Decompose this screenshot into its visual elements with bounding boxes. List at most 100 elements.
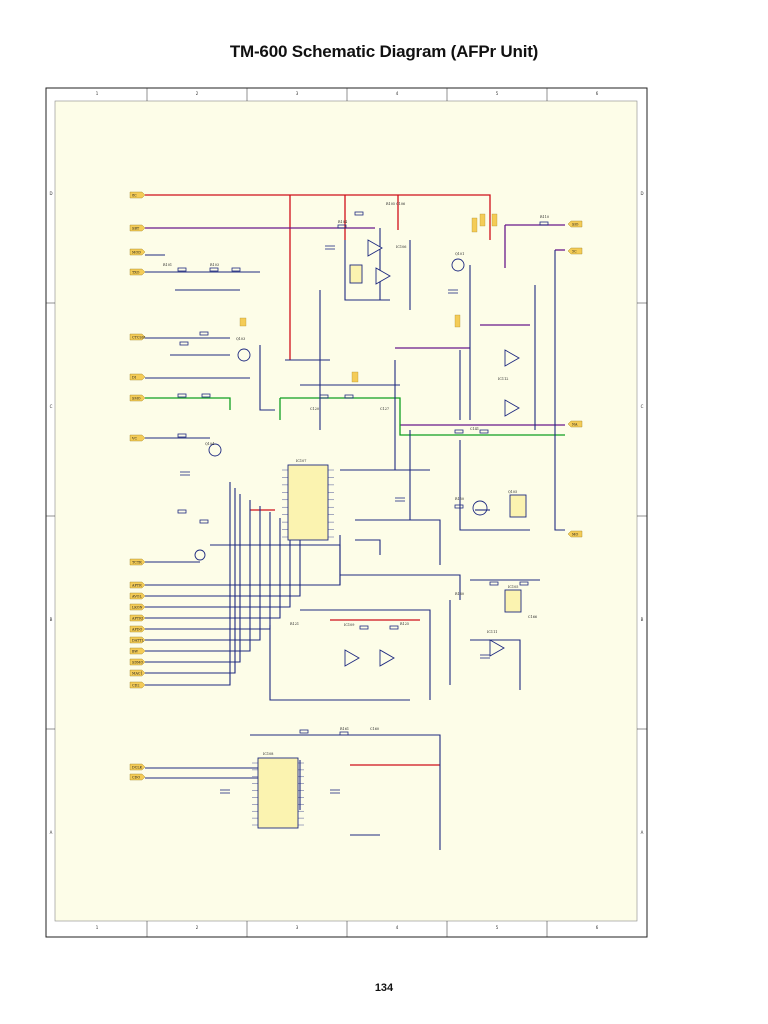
connector-label: LKON (132, 605, 142, 609)
connector-right: 5C (567, 247, 583, 255)
transistors (194, 258, 488, 561)
zone-column-label: 3 (296, 925, 299, 930)
red-wire (145, 194, 491, 240)
wiring-blue (145, 228, 565, 850)
connector-label: TXO (132, 270, 140, 274)
connector-label: MAC1 (132, 671, 143, 675)
connector-label: DATTL (132, 638, 145, 642)
connector-left: CTCSSI (129, 333, 146, 341)
connector-label: VC (131, 436, 137, 440)
svg-text:IC111: IC111 (487, 630, 497, 634)
connector-label: DI (132, 375, 137, 379)
green-wire (145, 397, 231, 410)
wiring (145, 194, 565, 766)
connector-left: SMO (129, 394, 146, 402)
zone-row-label: D (49, 191, 52, 196)
connector-left: AFTR (129, 581, 146, 589)
connector-left: AFTRI (129, 614, 146, 622)
connector-left: CD2 (129, 681, 146, 689)
svg-text:R110: R110 (540, 215, 549, 219)
page-title: TM-600 Schematic Diagram (AFPr Unit) (229, 42, 539, 61)
connector-left: VC (129, 434, 146, 442)
connector-label: MO (572, 532, 578, 536)
svg-text:R160: R160 (455, 592, 464, 596)
connector-left: LKON (129, 603, 146, 611)
connector-left: SBT (129, 224, 146, 232)
svg-text:R125: R125 (400, 622, 409, 626)
zone-row-label: A (641, 830, 644, 835)
zone-column-label: 6 (596, 91, 599, 96)
connector-left: TXO (129, 268, 146, 276)
connector-label: CTCSSI (132, 335, 146, 339)
svg-text:R150: R150 (455, 497, 464, 501)
svg-text:IC112: IC112 (498, 377, 508, 381)
connector-left: DATTL (129, 636, 146, 644)
svg-text:R161: R161 (340, 727, 349, 731)
connector-label: AFTR (131, 583, 142, 587)
zone-column-label: 2 (196, 925, 199, 930)
zone-row-label: A (50, 830, 53, 835)
connector-label: SIO (572, 222, 579, 226)
zone-column-label: 4 (396, 91, 399, 96)
ic-block (257, 757, 299, 829)
connector-label: CDO (132, 775, 140, 779)
connector-label: MOD (132, 250, 141, 254)
connector-left: 8C (129, 191, 146, 199)
svg-text:Q104: Q104 (205, 442, 214, 446)
connector-left: MOD (129, 248, 146, 256)
ics (257, 264, 527, 829)
connector-right: NA (567, 420, 583, 428)
svg-text:IC107: IC107 (296, 459, 306, 463)
net-tags (239, 213, 498, 383)
connector-left: DCLK (129, 763, 146, 771)
connector-right: SIO (567, 220, 583, 228)
connector-label: DCLK (132, 765, 143, 769)
connector-label: AFDO (131, 627, 143, 631)
connector-label: BW (132, 649, 138, 653)
svg-text:IC108: IC108 (263, 752, 273, 756)
svg-text:C166: C166 (528, 615, 537, 619)
connector-left: AVOL (129, 592, 146, 600)
right-connectors: SIO 5C NA MO (567, 220, 583, 538)
zone-row-label: C (641, 404, 644, 409)
page-number: 134 (374, 982, 394, 994)
svg-text:C160: C160 (370, 727, 379, 731)
zone-column-label: 3 (296, 91, 299, 96)
svg-text:Q103: Q103 (236, 337, 245, 341)
zone-row-label: C (50, 404, 53, 409)
zone-column-label: 1 (96, 91, 99, 96)
connector-left: MAC1 (129, 669, 146, 677)
connector-label: SMO (132, 396, 141, 400)
connector-label: CD2 (132, 683, 139, 687)
svg-text:Q105: Q105 (508, 490, 517, 494)
zone-row-label: B (641, 617, 644, 622)
connector-left: BW (129, 647, 146, 655)
svg-text:C120: C120 (310, 407, 319, 411)
svg-text:C127: C127 (380, 407, 389, 411)
zone-column-label: 4 (396, 925, 399, 930)
ic-block (287, 464, 329, 541)
connector-label: SBT (132, 226, 140, 230)
connector-left: SDMO (129, 658, 146, 666)
connector-label: NA (572, 422, 578, 426)
ic-block (349, 264, 363, 284)
ic-block (509, 494, 527, 518)
connector-label: TCTR (132, 560, 142, 564)
ic-block (504, 589, 522, 613)
zone-column-label: 5 (496, 91, 499, 96)
green-wire (280, 397, 565, 436)
connector-left: AFDO (129, 625, 146, 633)
zone-row-label: B (50, 617, 53, 622)
zone-row-label: D (640, 191, 643, 196)
left-connectors: 8C SBT MOD TXO CTCSSI DI SMO VC TCTR AFTR AVOL LKON… (129, 191, 146, 781)
op-amps (344, 239, 520, 667)
connector-left: DI (129, 373, 146, 381)
schematic-sheet (54, 100, 638, 922)
svg-text:IC109: IC109 (344, 623, 354, 627)
zone-column-label: 6 (596, 925, 599, 930)
svg-text:C141: C141 (470, 427, 479, 431)
zone-column-label: 1 (96, 925, 99, 930)
svg-text:R104: R104 (338, 220, 347, 224)
